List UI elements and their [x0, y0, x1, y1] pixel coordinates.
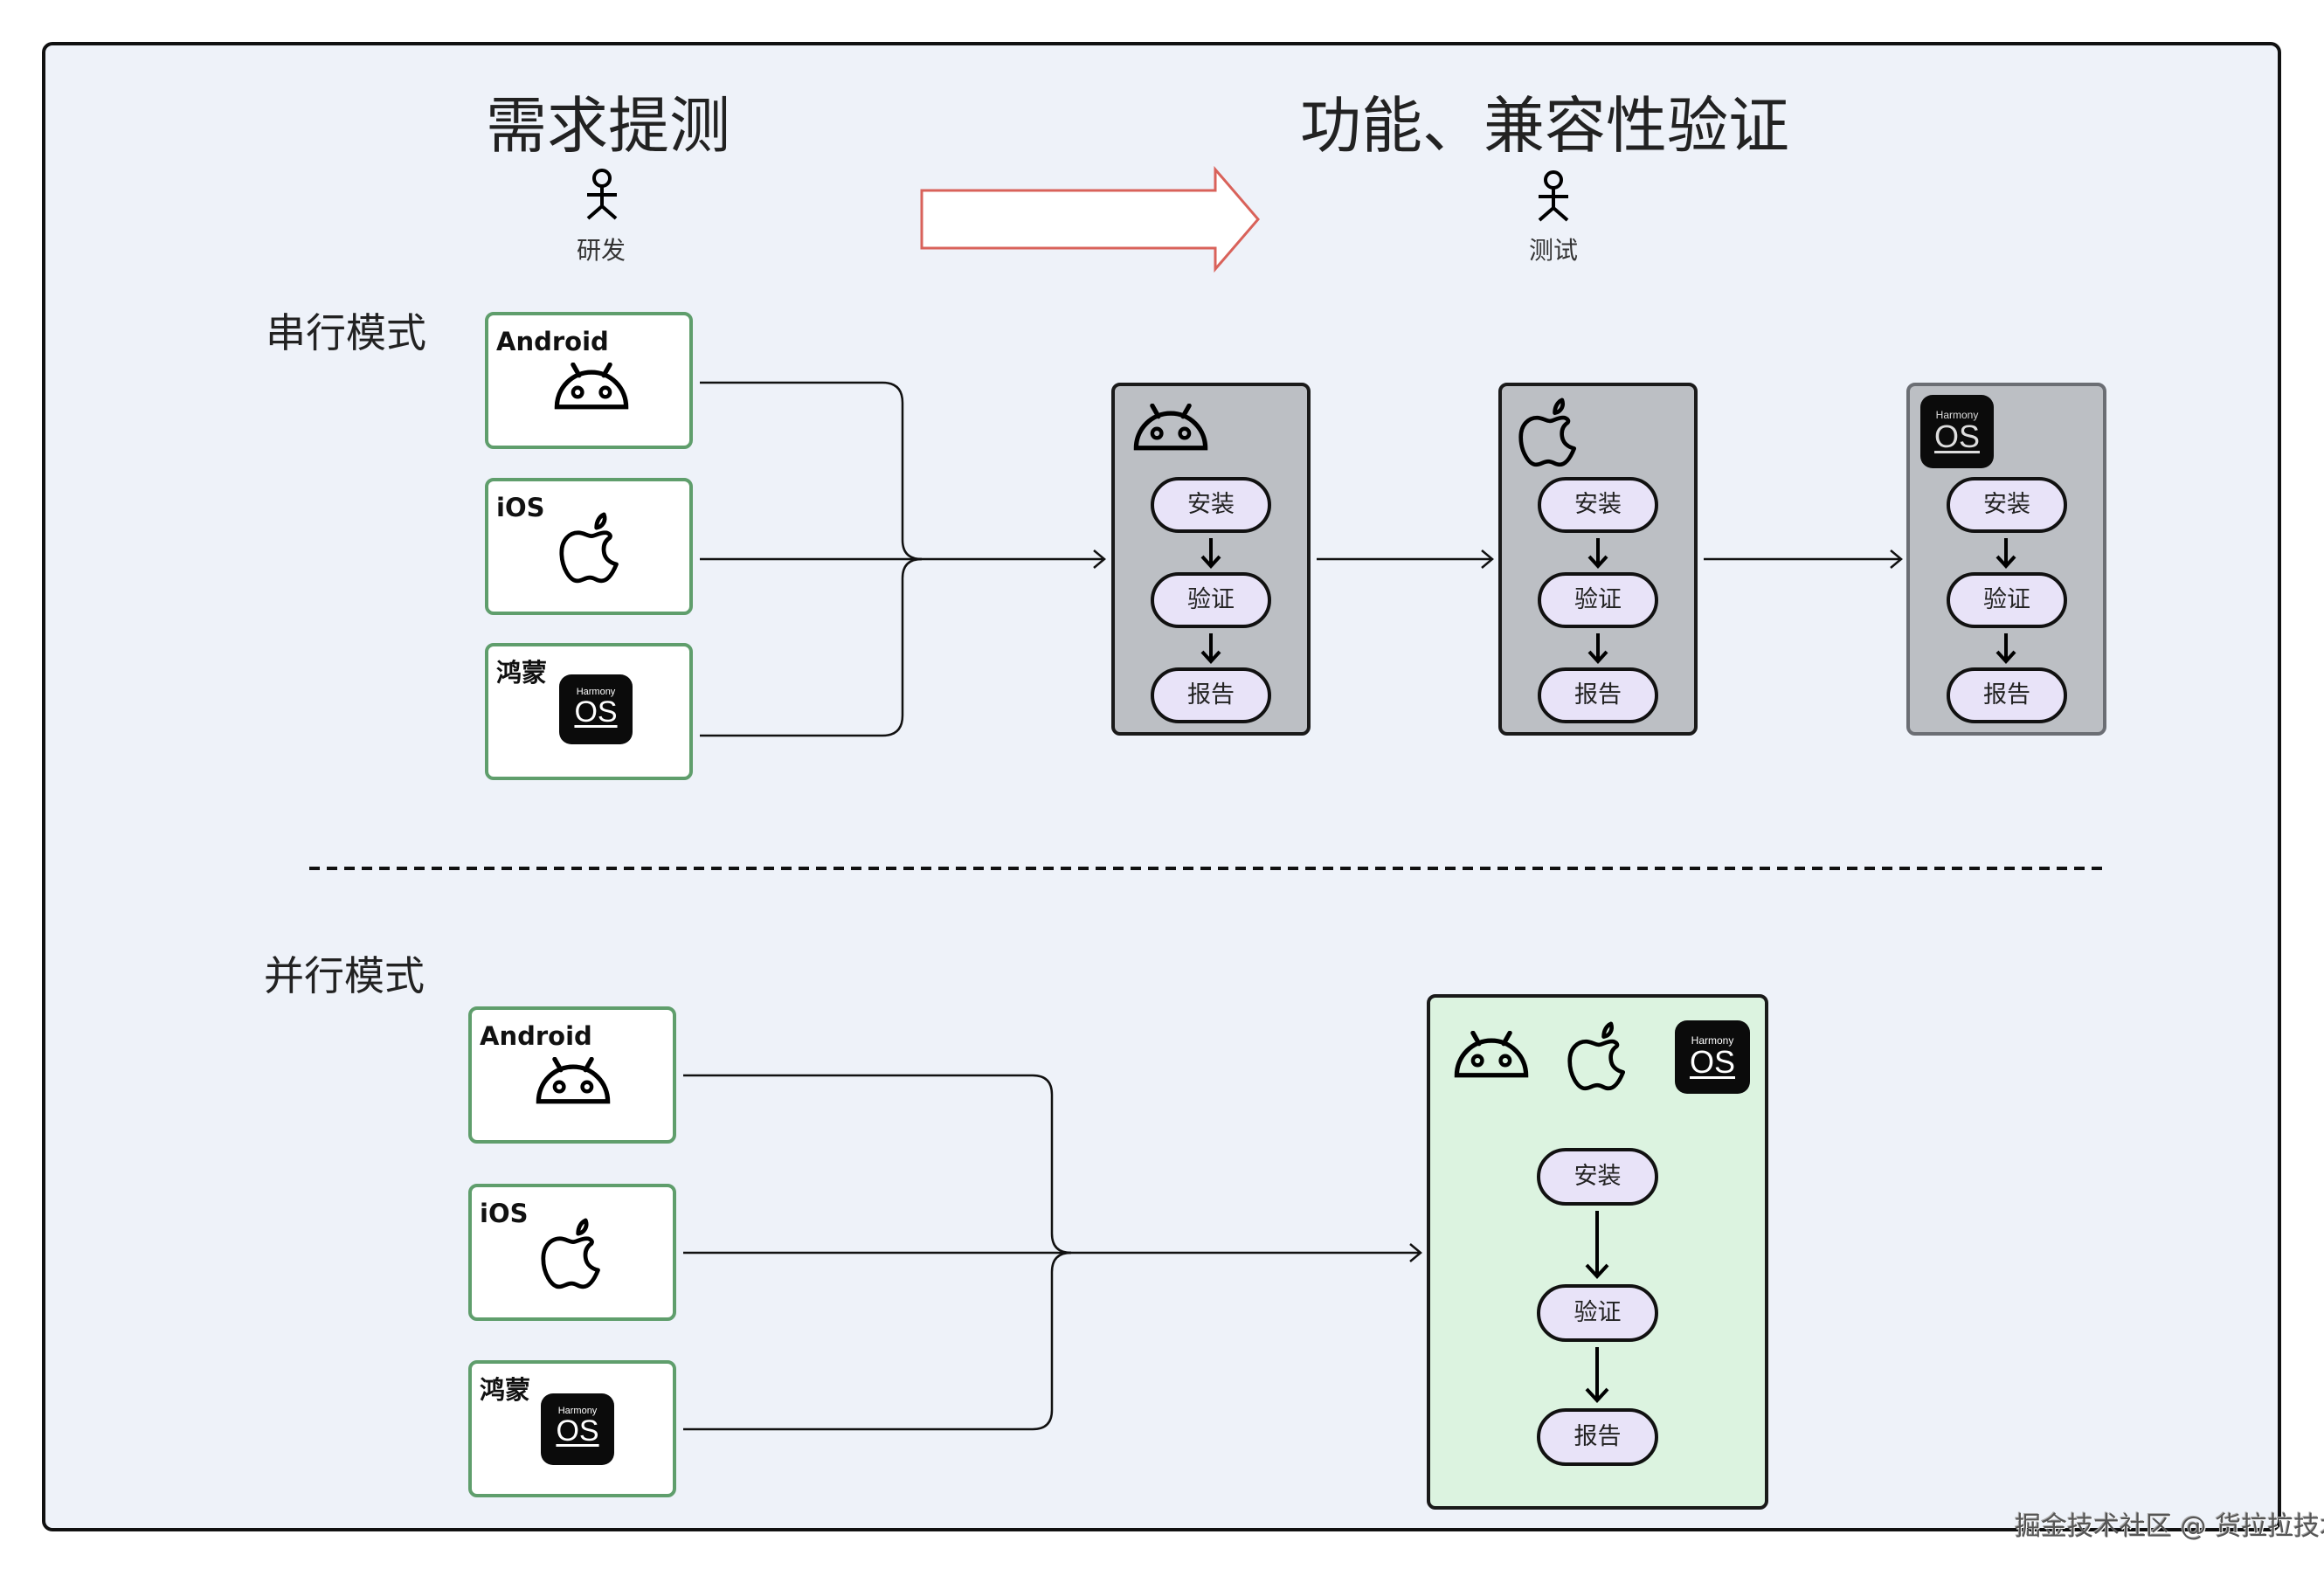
source-label: iOS: [496, 493, 545, 522]
source-android[interactable]: Android: [468, 1006, 676, 1144]
role-label-test: 测试: [1528, 236, 1578, 265]
harmony-logo-line2: OS: [1933, 418, 1980, 454]
source-label: 鸿蒙: [496, 658, 548, 688]
source-label: Android: [480, 1021, 592, 1051]
harmony-logo-line2: OS: [574, 695, 618, 729]
harmonyos-icon: Harmony OS: [1920, 395, 1994, 468]
platform-panel-ios: 安装 验证 报告: [1498, 383, 1698, 736]
source-label: 鸿蒙: [480, 1375, 531, 1405]
android-icon: [1453, 1031, 1530, 1078]
diagram-frame: [42, 42, 2281, 1531]
serial-mode-label: 串行模式: [266, 309, 426, 356]
parallel-mode-label: 并行模式: [264, 952, 425, 999]
apple-icon: [1518, 393, 1582, 468]
step-install[interactable]: 安装: [1947, 477, 2067, 533]
step-report[interactable]: 报告: [1151, 667, 1271, 723]
source-ios[interactable]: iOS: [485, 478, 693, 615]
step-verify[interactable]: 验证: [1947, 572, 2067, 628]
step-verify[interactable]: 验证: [1151, 572, 1271, 628]
parallel-platform-panel: Harmony OS 安装 验证 报告: [1427, 994, 1768, 1510]
apple-icon: [558, 508, 625, 584]
harmony-logo-line2: OS: [556, 1414, 599, 1448]
source-label: iOS: [480, 1199, 529, 1228]
step-verify[interactable]: 验证: [1537, 1284, 1658, 1342]
source-harmonyos[interactable]: 鸿蒙 Harmony OS: [485, 643, 693, 780]
block-arrow-icon: [920, 166, 1260, 273]
source-android[interactable]: Android: [485, 312, 693, 449]
step-install[interactable]: 安装: [1538, 477, 1658, 533]
apple-icon: [1567, 1017, 1631, 1092]
phase-title-dev: 需求提测: [486, 90, 730, 162]
platform-panel-harmonyos: Harmony OS 安装 验证 报告: [1906, 383, 2106, 736]
role-label-dev: 研发: [576, 236, 626, 265]
apple-icon: [540, 1213, 606, 1290]
actor-icon: [1538, 170, 1569, 222]
step-report[interactable]: 报告: [1538, 667, 1658, 723]
actor-icon: [586, 169, 618, 220]
harmony-logo-line1: Harmony: [1935, 409, 1979, 421]
footer-watermark: 掘金技术社区 @ 货拉拉技术: [2015, 1511, 2324, 1542]
android-icon: [1132, 404, 1209, 451]
harmony-logo-line1: Harmony: [576, 687, 616, 697]
platform-panel-android: 安装 验证 报告: [1111, 383, 1311, 736]
source-harmonyos[interactable]: 鸿蒙 Harmony OS: [468, 1360, 676, 1497]
source-ios[interactable]: iOS: [468, 1184, 676, 1321]
harmonyos-icon: Harmony OS: [541, 1393, 614, 1465]
harmony-logo-line2: OS: [1689, 1044, 1735, 1080]
step-report[interactable]: 报告: [1537, 1408, 1658, 1466]
harmonyos-icon: Harmony OS: [1675, 1020, 1750, 1094]
step-verify[interactable]: 验证: [1538, 572, 1658, 628]
step-install[interactable]: 安装: [1151, 477, 1271, 533]
android-icon: [535, 1057, 612, 1104]
step-install[interactable]: 安装: [1537, 1148, 1658, 1206]
android-icon: [553, 363, 630, 410]
step-report[interactable]: 报告: [1947, 667, 2067, 723]
harmony-logo-line1: Harmony: [557, 1406, 598, 1416]
phase-title-test: 功能、兼容性验证: [1300, 90, 1789, 162]
harmony-logo-line1: Harmony: [1691, 1034, 1734, 1047]
source-label: Android: [496, 327, 609, 356]
harmonyos-icon: Harmony OS: [559, 674, 633, 744]
